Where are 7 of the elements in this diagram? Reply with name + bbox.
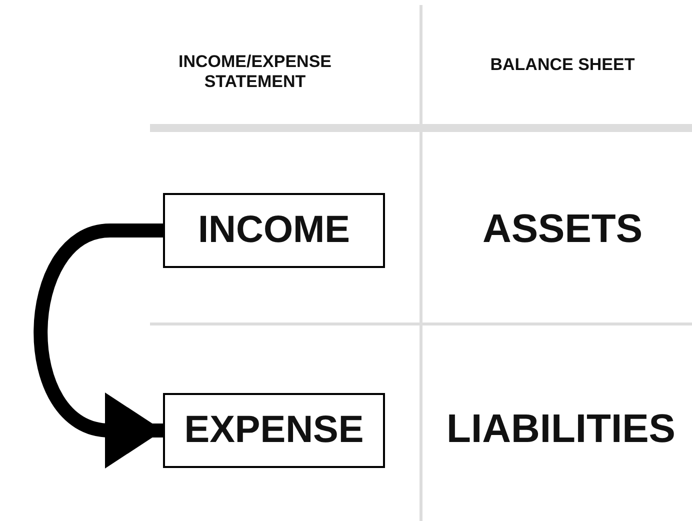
- account-box: INCOME: [163, 193, 385, 268]
- curved-arrow: [34, 224, 163, 468]
- column-header: BALANCE SHEET: [489, 55, 636, 75]
- account-box: EXPENSE: [163, 393, 385, 468]
- account-label: ASSETS: [481, 207, 644, 252]
- column-header: INCOME/EXPENSE STATEMENT: [177, 52, 333, 92]
- account-label: LIABILITIES: [446, 407, 676, 452]
